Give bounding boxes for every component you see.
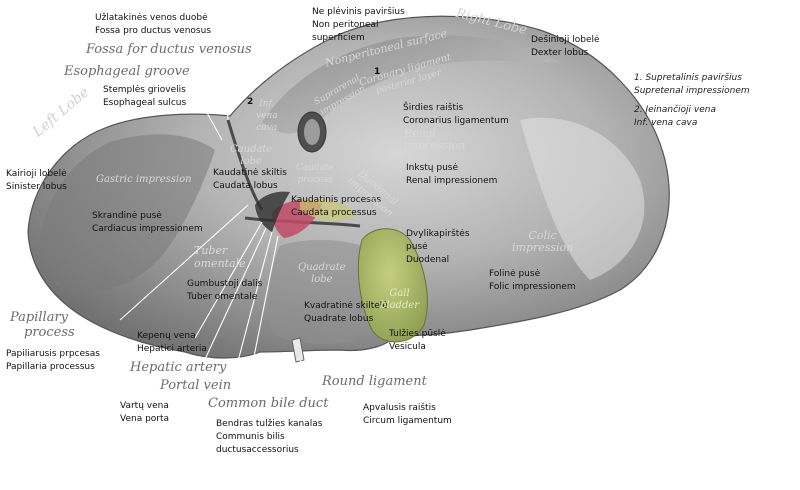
label-round-ligament-en: Round ligament: [322, 374, 427, 389]
note-1: 1. Supretalinis paviršius Supretenal imp…: [634, 73, 750, 96]
label-left-lobe: Kairioji lobelė Sinister lobus: [6, 169, 67, 192]
label-round-ligament: Apvalusis raištis Circum ligamentum: [363, 403, 452, 426]
label-caudate-lobe-en: Caudate lobe: [230, 144, 273, 167]
marker-2: 2: [247, 97, 254, 107]
label-gall-bladder: Tulžies pūslė Vesicula: [389, 329, 446, 352]
label-hepatic-artery-en: Hepatic artery: [130, 360, 227, 375]
label-duodenal: Dvylikapirštės pusė Duodenal: [406, 229, 470, 265]
label-tuber-omentale: Gumbustoji dalis Tuber omentale: [187, 279, 263, 302]
label-right-lobe: Dešinioji lobelė Dexter lobus: [531, 35, 600, 58]
label-inf-vena-cava-en: Inf. vena cava: [256, 99, 278, 133]
label-esophageal-groove-en: Esophageal groove: [64, 64, 190, 79]
label-nonperitoneal: Ne plėvinis paviršius Non peritoneal sup…: [312, 7, 405, 43]
note-2: 2. Įeinančioji vena Inf. vena cava: [634, 105, 716, 128]
label-hepatic: Kepenų vena Hepatici arteria: [137, 331, 207, 354]
label-gall-bladder-en: Gall bladder: [380, 288, 420, 311]
nonperitoneal-band: [262, 35, 560, 134]
label-renal-impression-en: Renal impression: [404, 127, 466, 152]
label-fossa-en: Fossa for ductus venosus: [86, 42, 252, 57]
porta-hepatis: [255, 191, 290, 232]
label-caudate-lobe: Kaudatinė skiltis Caudata lobus: [213, 168, 287, 191]
quadrate-lobe-shade: [268, 240, 367, 344]
label-renal: Inkstų pusė Renal impressionem: [406, 163, 498, 186]
label-caudate-process: Kaudatinis procesas Caudata processus: [291, 195, 382, 218]
label-quadrate-lobe: Kvadratinė skiltelė Quadrate lobus: [304, 301, 388, 324]
label-portal-vein: Vartų vena Vena porta: [120, 401, 170, 424]
gall-bladder: [357, 228, 428, 343]
label-fossa-ductus-venosus: Užlatakinės venos duobė Fossa pro ductus…: [95, 13, 212, 36]
label-papillary-process-en: Papillary process: [10, 310, 75, 340]
label-gastric-impression-en: Gastric impression: [96, 174, 192, 185]
round-ligament: [291, 337, 305, 363]
right-lobe-shade: [520, 117, 645, 280]
label-tuber-omentale-en: Tuber omentale: [194, 244, 246, 270]
label-gastric: Skrandinė pusė Cardiacus impressionem: [92, 211, 203, 234]
liver-body: [27, 15, 670, 359]
leader-lines: [119, 77, 319, 403]
marker-1: 1: [374, 67, 381, 77]
label-esophageal: Stemplės griovelis Esophageal sulcus: [103, 85, 187, 108]
label-colic: Folinė pusė Folic impressionem: [489, 269, 576, 292]
label-common-bile-duct: Bendras tulžies kanalas Communis bilis d…: [216, 419, 323, 455]
label-colic-impression-en: Colic impression: [512, 229, 574, 254]
label-papillary-process: Papiliarusis prpcesas Papillaria process…: [6, 349, 100, 372]
label-caudate-process-en: Caudate process: [296, 163, 335, 185]
label-portal-vein-en: Portal vein: [160, 378, 232, 393]
label-quadrate-lobe-en: Quadrate lobe: [298, 262, 346, 285]
label-coronary: Širdies raištis Coronarius ligamentum: [403, 103, 509, 126]
label-common-bile-duct-en: Common bile duct: [208, 396, 329, 411]
left-lobe-shade: [40, 134, 215, 292]
